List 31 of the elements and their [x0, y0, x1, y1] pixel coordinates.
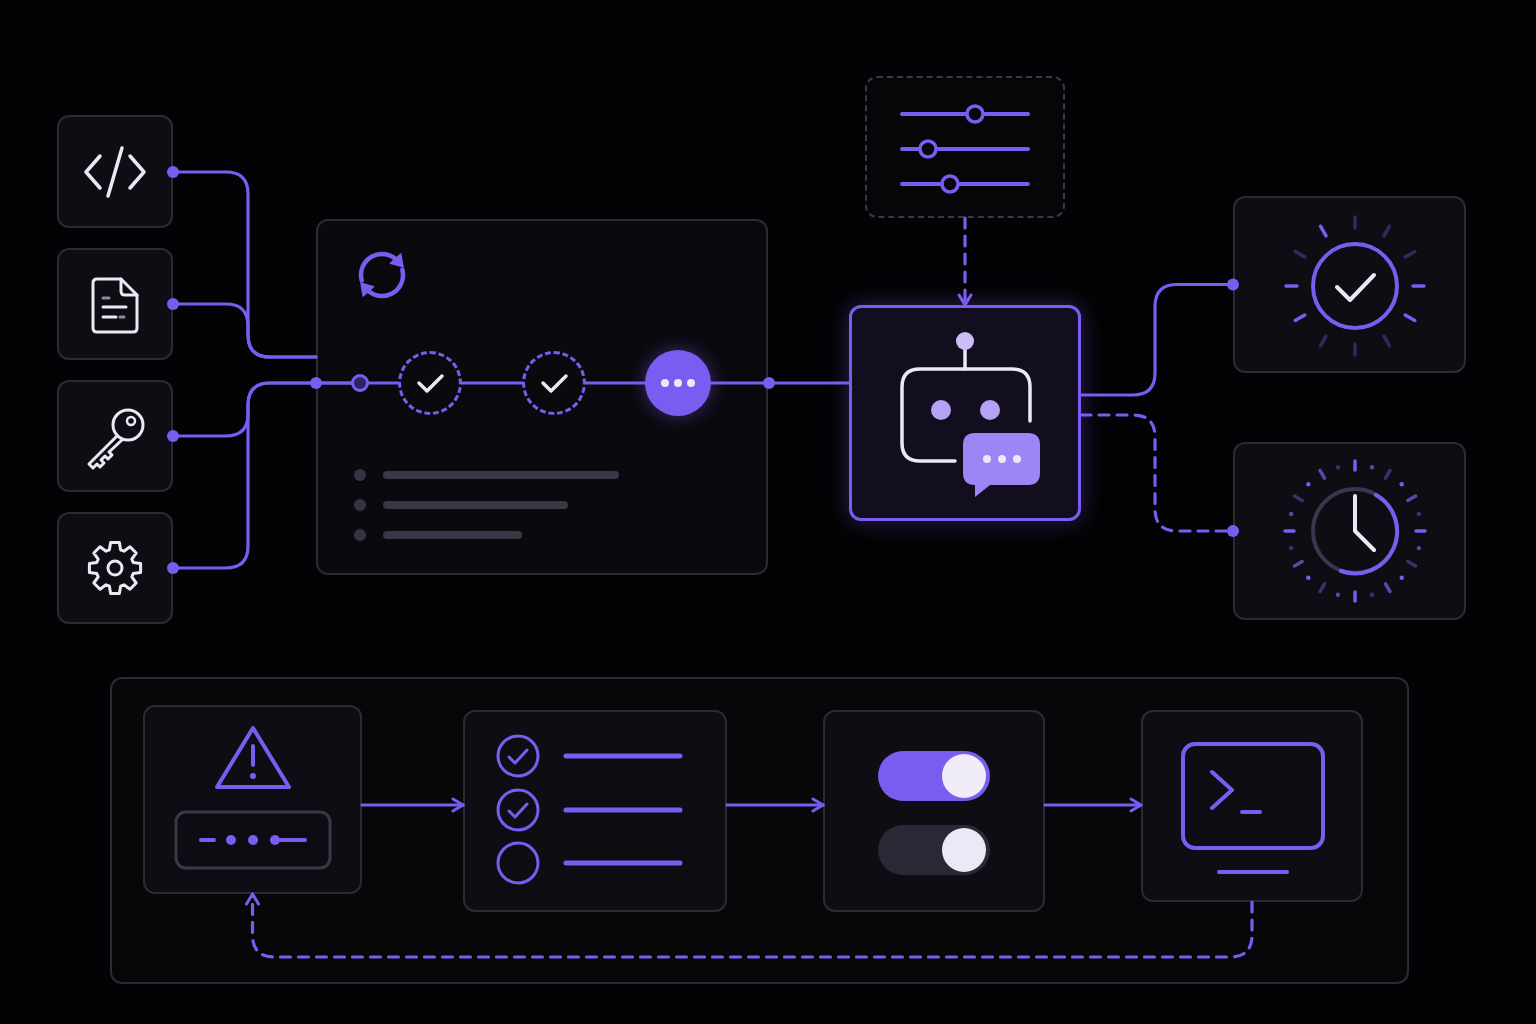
connector-line — [709, 381, 851, 385]
connector-line — [460, 381, 524, 385]
connector-line — [167, 381, 353, 574]
icon-tile — [823, 710, 1045, 912]
icon-tile — [463, 710, 727, 912]
icon-tile — [1141, 710, 1363, 902]
dashed-arrow — [245, 892, 1254, 959]
icon-tile — [865, 76, 1065, 218]
step-circle — [398, 351, 462, 415]
arrow — [360, 797, 465, 813]
connector-line — [367, 381, 400, 385]
connector-line — [584, 381, 647, 385]
step-ring — [351, 374, 369, 392]
icon-tile — [57, 248, 173, 360]
icon-tile — [143, 705, 362, 894]
connector-line — [167, 298, 318, 359]
icon-tile — [57, 115, 173, 228]
panel-card — [316, 219, 768, 575]
dashed-arrow — [957, 216, 973, 307]
arrow — [725, 797, 825, 813]
icon-tile — [57, 380, 173, 492]
arrow — [1043, 797, 1143, 813]
dashed-connector-line — [1079, 413, 1239, 537]
step-circle — [522, 351, 586, 415]
icon-tile — [849, 305, 1081, 521]
icon-tile — [1233, 442, 1466, 620]
connector-line — [1079, 278, 1239, 397]
icon-tile — [1233, 196, 1466, 373]
icon-tile — [57, 512, 173, 624]
step-circle — [645, 350, 711, 416]
panel-card — [110, 677, 1409, 984]
